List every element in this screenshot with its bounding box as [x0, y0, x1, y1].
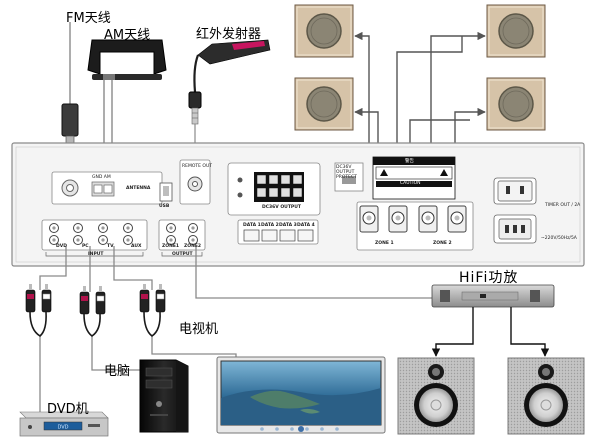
fm-antenna-plug — [61, 103, 79, 182]
timer-out-socket — [493, 177, 537, 205]
audio-io-block — [41, 219, 206, 257]
dvd-player — [19, 411, 109, 437]
data-port-1: DATA 1 — [243, 223, 261, 228]
warning-text: 警告 — [405, 159, 414, 164]
mains-label: ~220V/50Hz/5A — [541, 236, 577, 241]
output-group-label: OUTPUT — [172, 252, 193, 257]
antenna-label: ANTENNA — [126, 186, 151, 191]
pc-tower — [139, 359, 189, 433]
dc36v-output-label: DC36V OUTPUT — [262, 205, 301, 210]
antenna-section — [51, 171, 163, 205]
speaker-top-left — [294, 4, 354, 58]
hifi-amp-label: HiFi功放 — [459, 270, 519, 286]
speaker-top-right — [486, 4, 546, 58]
mains-socket — [493, 214, 537, 244]
timer-out-label: TIMER OUT / 2A — [545, 203, 581, 208]
zone1-label: ZONE 1 — [375, 241, 394, 246]
warning-label — [372, 156, 456, 200]
data-port-3: DATA 3 — [279, 223, 297, 228]
input-dvd-label: DVD — [56, 244, 67, 249]
tv-label: 电视机 — [179, 322, 219, 337]
am-antenna-loop — [87, 39, 167, 80]
input-tv-label: TV — [107, 244, 114, 249]
dc36v-protect-label: DC36V OUTPUT PROTECT — [336, 165, 357, 180]
input-pc-label: PC — [82, 244, 89, 249]
dc36v-protect-block — [334, 162, 364, 192]
zone2-label: ZONE 2 — [433, 241, 452, 246]
speaker-mid-right — [486, 77, 546, 131]
rca-plugs — [25, 284, 166, 337]
output-zone2-label: ZONE2 — [184, 244, 202, 249]
usb-label: USB — [159, 204, 170, 209]
fm-antenna-label: FM天线 — [66, 11, 111, 26]
data-ports — [237, 219, 319, 245]
floor-speaker-right — [507, 357, 585, 435]
ir-emitter-label: 红外发射器 — [196, 27, 262, 42]
tv-device — [216, 356, 386, 434]
remote-out-label: REMOTE OUT — [182, 164, 213, 169]
dc36v-output-block — [227, 162, 321, 216]
data-port-4: DATA 4 — [297, 223, 315, 228]
hifi-amplifier — [431, 284, 555, 357]
floor-speaker-left — [397, 357, 475, 435]
remote-out-section — [179, 159, 211, 205]
input-aux-label: AUX — [131, 244, 142, 249]
usb-port — [159, 182, 173, 202]
zone-terminals — [356, 201, 474, 251]
computer-label: 电脑 — [104, 364, 131, 379]
dvd-label: DVD机 — [47, 402, 89, 417]
caution-text: CAUTION — [400, 181, 421, 186]
dvd-display-text: DVD — [57, 425, 68, 431]
ir-emitter — [188, 39, 271, 172]
input-group-label: INPUT — [88, 252, 104, 257]
am-antenna-label: AM天线 — [104, 28, 151, 43]
output-zone1-label: ZONE1 — [162, 244, 180, 249]
gnd-am-label: GND AM — [92, 175, 111, 180]
speaker-mid-left — [294, 77, 354, 131]
data-port-2: DATA 2 — [261, 223, 279, 228]
